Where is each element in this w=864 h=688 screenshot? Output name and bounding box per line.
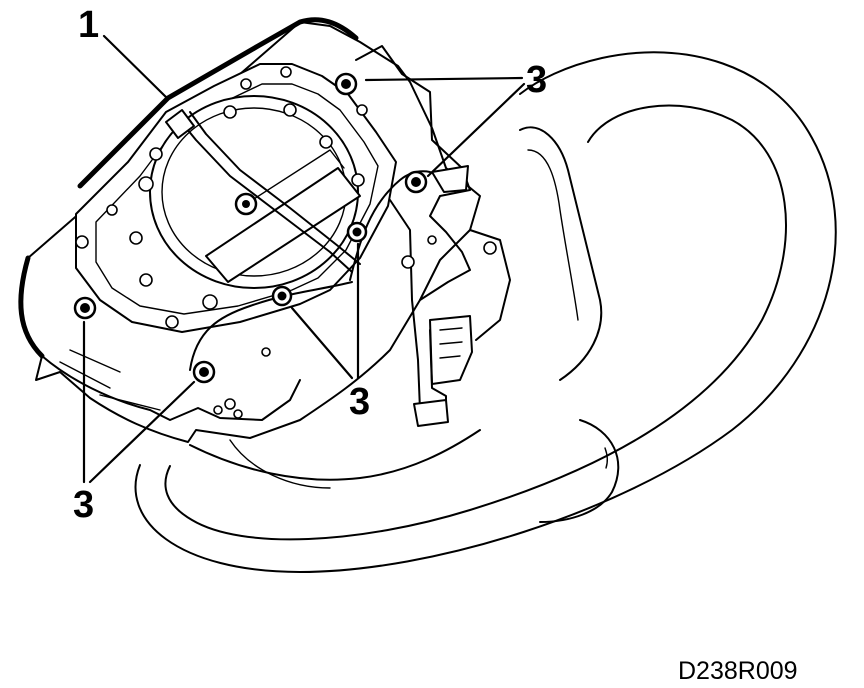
bolt-center-right (346, 221, 368, 243)
leader-line-3-top-a (364, 76, 524, 82)
mounting-hole (401, 255, 415, 269)
mounting-hole (233, 409, 243, 419)
bolts (73, 72, 428, 384)
inflator-label (205, 167, 361, 283)
callout-label-airbag-module: 1 (78, 4, 99, 46)
leader-line-1 (102, 34, 170, 101)
mounting-hole (149, 147, 163, 161)
airbag-module-clip (413, 399, 449, 427)
mounting-hole (356, 104, 368, 116)
mounting-hole (165, 315, 179, 329)
bolt-center-lower (271, 285, 293, 307)
bolt-center (277, 291, 287, 301)
callout-label-bolt-center: 3 (349, 381, 370, 423)
mounting-holes (75, 66, 497, 419)
mounting-hole (139, 273, 153, 287)
figure-code: D238R009 (678, 657, 798, 685)
airbag-module-right-bracket (355, 45, 471, 301)
wire-harness-main (177, 117, 353, 273)
steering-wheel (134, 51, 837, 573)
airbag-module-edge (77, 17, 359, 189)
bolt-lower (192, 360, 216, 384)
bolt-right (404, 170, 428, 194)
mounting-hole (106, 204, 118, 216)
mounting-hole (483, 241, 497, 255)
bolt-center (199, 367, 209, 377)
mounting-hole (240, 78, 252, 90)
inflator (149, 95, 361, 289)
airbag-module-connector-detail (439, 327, 463, 359)
mounting-hole (261, 347, 271, 357)
airbag-module-bracket-tab (431, 165, 469, 193)
steering-wheel-hub-lower (539, 419, 620, 523)
steering-wheel-rim-outer (134, 51, 837, 573)
leader-lines (82, 34, 526, 484)
leader-line-3-top-b (426, 82, 526, 178)
mounting-hole (75, 235, 89, 249)
steering-wheel-spoke-right-inner (527, 149, 579, 321)
mounting-hole (351, 173, 365, 187)
mounting-hole (129, 231, 143, 245)
mounting-hole (283, 103, 297, 117)
mounting-hole (223, 105, 237, 119)
leader-line-3-center-b (290, 306, 354, 380)
mounting-hole (280, 66, 292, 78)
callout-label-bolt-top: 3 (526, 59, 547, 101)
steering-wheel-spoke-right (519, 126, 603, 381)
inflator-center-stud-core (242, 200, 250, 208)
airbag-module-side-edge (18, 255, 45, 359)
bolt-center (80, 303, 90, 313)
mounting-hole (427, 235, 437, 245)
bolt-left (73, 296, 97, 320)
mounting-hole (319, 135, 333, 149)
wire-harness (165, 109, 431, 371)
wire-harness-connector (165, 109, 195, 139)
steering-wheel-hub-edge (604, 447, 609, 469)
wire-harness-parallel (189, 111, 361, 265)
bolt-center (411, 177, 421, 187)
bolt-center (352, 227, 362, 237)
callouts: 1 3 3 3 (73, 4, 547, 526)
steering-wheel-spoke-lower (189, 429, 481, 481)
mounting-hole (213, 405, 223, 415)
bolt-top (334, 72, 358, 96)
bolt-center (341, 79, 351, 89)
steering-wheel-rim-inner (164, 104, 787, 541)
inflator-label-line (239, 149, 345, 209)
mounting-hole (202, 294, 218, 310)
mounting-hole (224, 398, 236, 410)
mounting-hole (138, 176, 154, 192)
steering-wheel-column-edge (229, 439, 331, 489)
airbag-module-side-panel (469, 229, 511, 341)
airbag-module-connector-block (429, 315, 473, 385)
wire-harness-loop-lower (189, 281, 353, 371)
leader-line-3-left-b (88, 380, 196, 484)
callout-label-bolt-left: 3 (73, 484, 94, 526)
